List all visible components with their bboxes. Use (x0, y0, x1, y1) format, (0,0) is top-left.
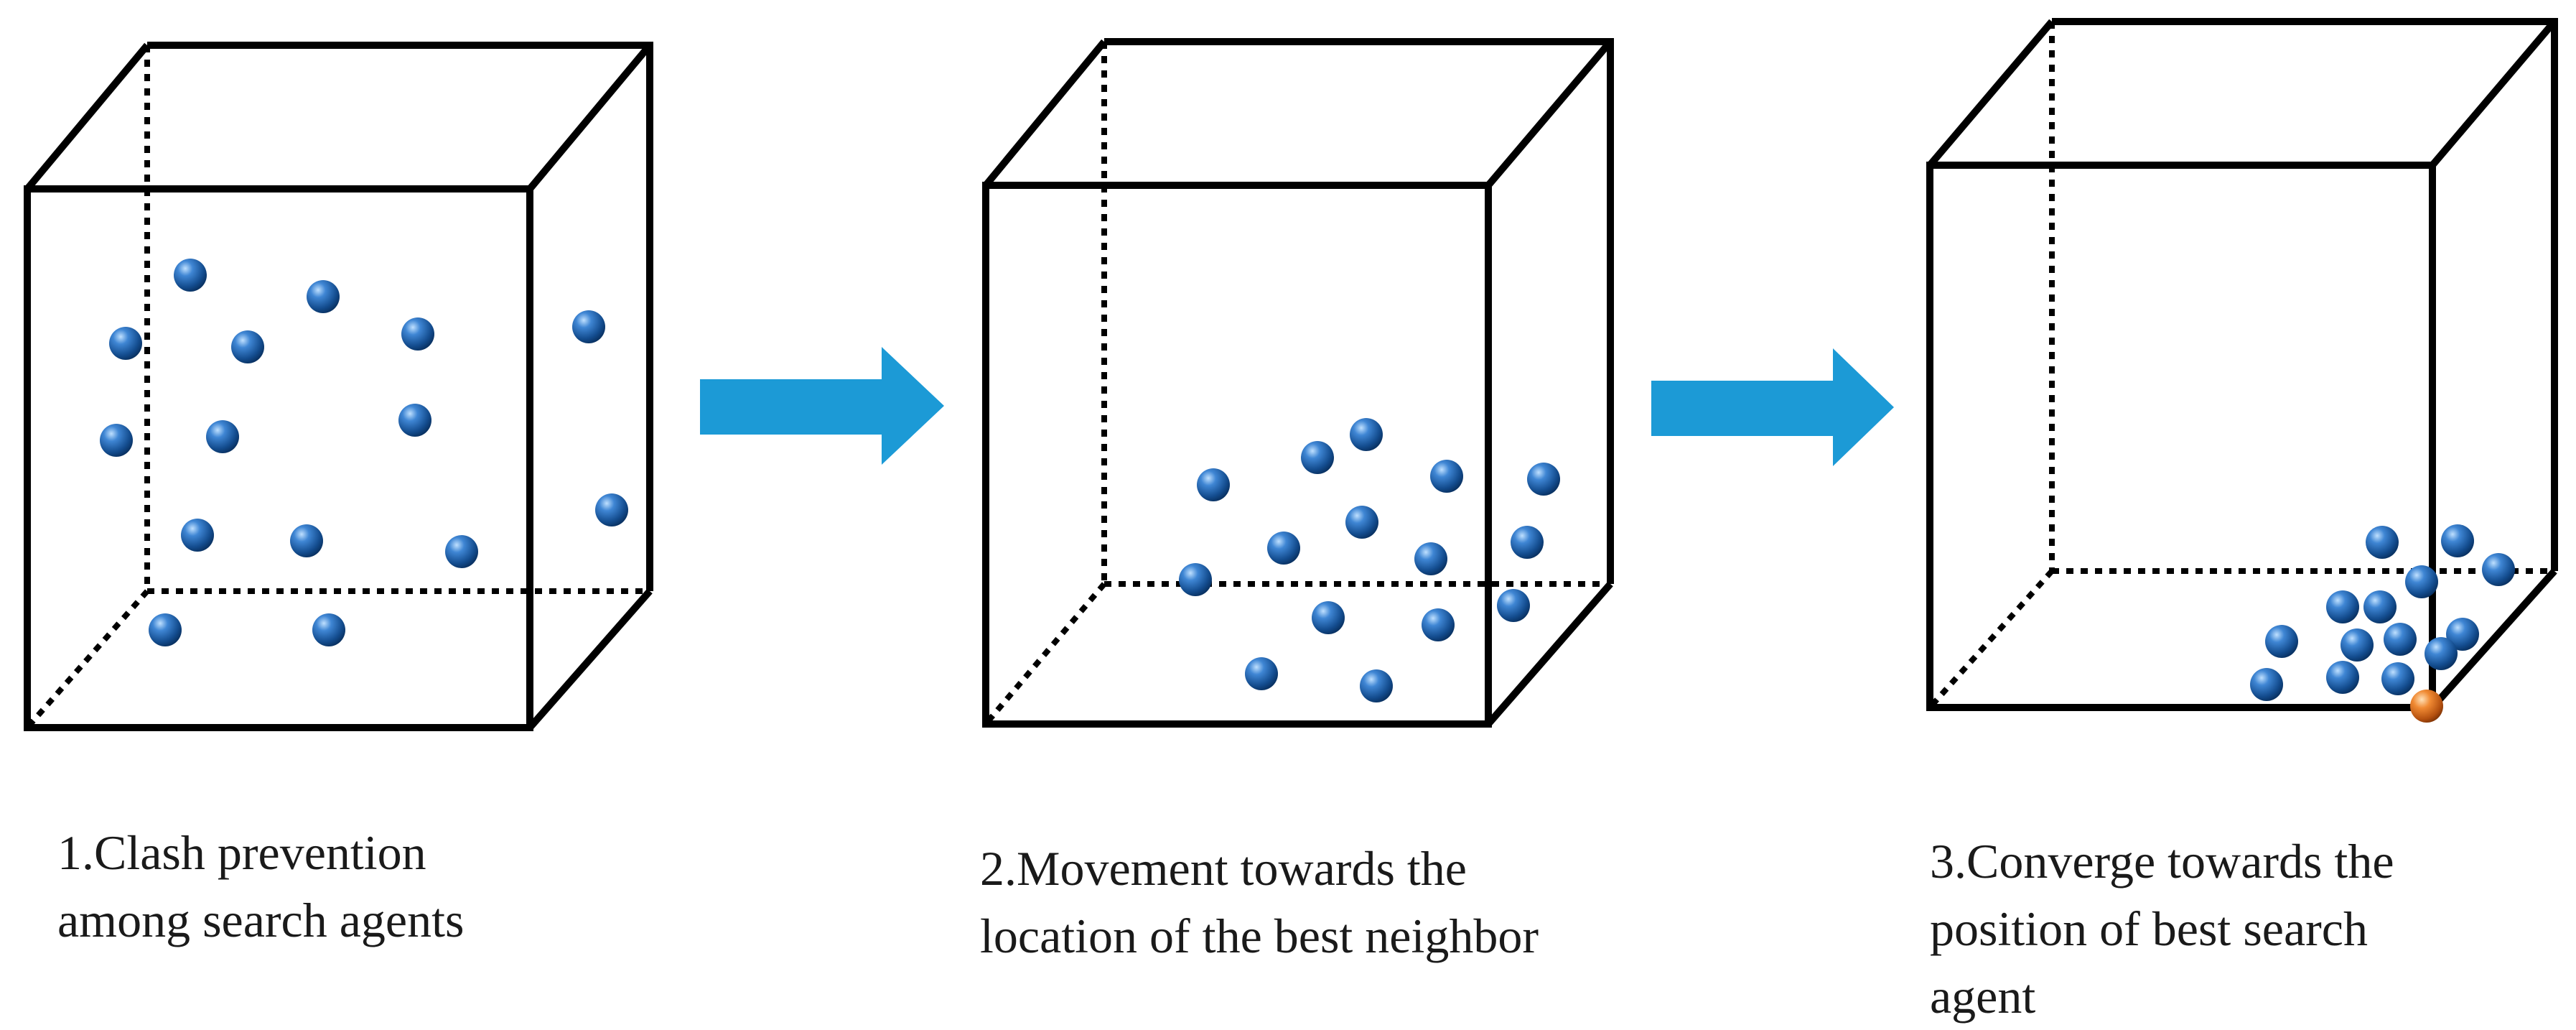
caption-step-2: 2.Movement towards the location of the b… (980, 835, 1539, 970)
search-agent-sphere (149, 613, 182, 646)
cube-2-hidden-edges (983, 42, 1610, 726)
search-agent-sphere (2381, 662, 2414, 695)
search-agent-sphere (572, 310, 605, 343)
agents-step-1 (100, 259, 628, 646)
caption-step-3-line-3: agent (1930, 969, 2036, 1024)
caption-step-2-line-1: 2.Movement towards the (980, 841, 1467, 896)
search-agent-sphere (206, 420, 239, 453)
search-agent-sphere (307, 280, 340, 313)
best-search-agent-sphere (2410, 690, 2443, 723)
search-agent-sphere (2326, 590, 2359, 623)
search-agent-sphere (174, 259, 207, 292)
right-arrow-icon (1651, 348, 1894, 466)
search-agent-sphere (2363, 590, 2397, 623)
cube-1-front-face (24, 185, 533, 731)
search-agent-sphere (181, 519, 214, 552)
search-agent-sphere (1350, 418, 1383, 451)
search-agent-sphere (1511, 526, 1544, 559)
right-arrow-icon (700, 347, 944, 465)
search-agent-sphere (2265, 625, 2298, 658)
search-agent-sphere (312, 613, 345, 646)
caption-step-3-line-1: 3.Converge towards the (1930, 834, 2394, 889)
search-agent-sphere (1179, 563, 1212, 596)
search-agent-sphere (1312, 601, 1345, 634)
search-agent-sphere (595, 493, 628, 526)
search-agent-sphere (1497, 589, 1530, 622)
search-agent-sphere (231, 330, 264, 363)
agents-step-3 (2250, 524, 2515, 701)
search-agent-sphere (1197, 468, 1230, 501)
search-agent-sphere (1245, 657, 1278, 690)
cube-step-1 (24, 42, 653, 731)
search-agent-sphere (401, 317, 434, 351)
caption-step-3-line-2: position of best search (1930, 901, 2368, 956)
search-agent-sphere (2341, 628, 2374, 662)
search-agent-sphere (1267, 532, 1300, 565)
search-agent-sphere (1345, 506, 1378, 539)
caption-step-1-line-1: 1.Clash prevention (57, 825, 426, 880)
search-agent-sphere (290, 524, 323, 557)
cube-3-hidden-edges (1928, 22, 2554, 710)
search-agent-sphere (1422, 608, 1455, 641)
search-agent-sphere (1414, 542, 1447, 575)
search-agent-sphere (1527, 463, 1560, 496)
cube-step-2 (982, 38, 1614, 728)
caption-step-2-line-2: location of the best neighbor (980, 909, 1539, 963)
cube-1-hidden-edges (24, 45, 650, 730)
search-agent-sphere (445, 535, 478, 568)
search-agent-sphere (100, 424, 133, 457)
agents-step-2 (1179, 418, 1560, 702)
search-agent-sphere (2250, 668, 2283, 701)
search-agent-sphere (2425, 637, 2458, 670)
search-agent-sphere (398, 404, 431, 437)
search-agent-sphere (2405, 565, 2438, 598)
cube-3-front-face (1926, 162, 2436, 711)
search-agent-sphere (2384, 623, 2417, 656)
caption-step-1-line-2: among search agents (57, 893, 465, 947)
search-agent-sphere (1360, 669, 1393, 702)
search-agent-sphere (2441, 524, 2474, 557)
cube-step-3 (1926, 18, 2558, 711)
search-agent-sphere (2366, 526, 2399, 559)
search-agent-sphere (2482, 553, 2515, 586)
caption-step-3: 3.Converge towards the position of best … (1930, 827, 2394, 1030)
search-agent-sphere (1430, 460, 1463, 493)
cube-2-front-face (982, 182, 1492, 728)
search-agent-sphere (1301, 441, 1334, 474)
search-agent-sphere (2326, 661, 2359, 694)
caption-step-1: 1.Clash prevention among search agents (57, 819, 464, 954)
search-agent-sphere (2446, 618, 2479, 651)
search-agent-sphere (109, 327, 142, 360)
